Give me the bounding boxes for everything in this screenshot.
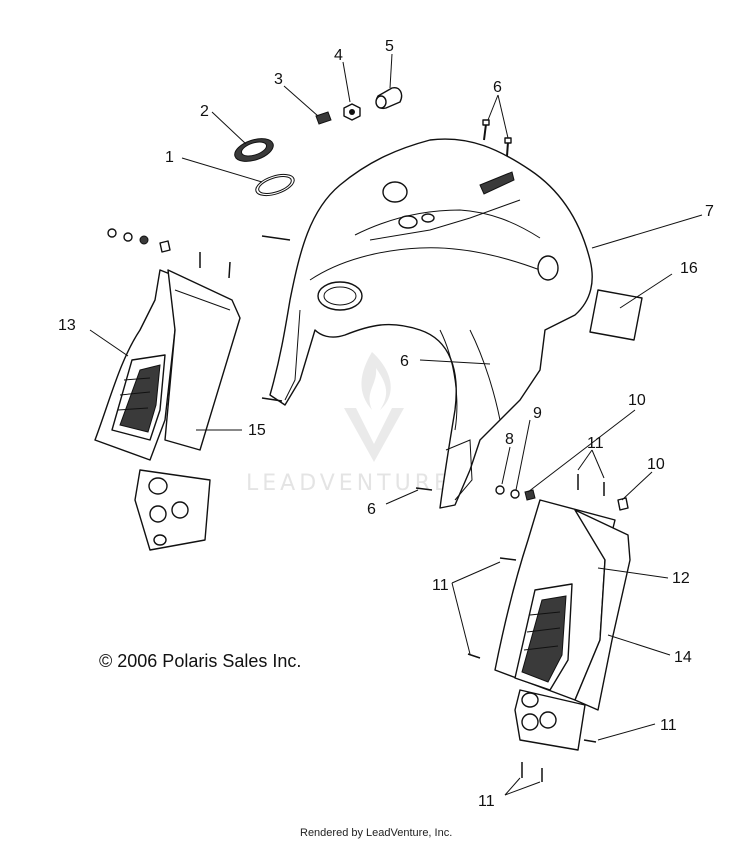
- part-5-knob: [375, 87, 403, 110]
- callout-5: 5: [385, 38, 394, 55]
- part-4-nut: [343, 103, 361, 121]
- part-2-grommet: [234, 138, 274, 162]
- callout-16: 16: [680, 260, 698, 277]
- callout-7: 7: [705, 203, 714, 220]
- right-fasteners: [415, 474, 629, 782]
- copyright-text: © 2006 Polaris Sales Inc.: [99, 651, 301, 671]
- callout-labels: 1 2 3 4 5 6 7 16 13 15 6 6 8 9 10 11 10 …: [58, 38, 714, 810]
- callout-14: 14: [674, 649, 692, 666]
- part-6-screws-top: [482, 119, 512, 157]
- callout-6-mid: 6: [400, 353, 409, 370]
- callout-11-b: 11: [432, 577, 449, 594]
- callout-12: 12: [672, 570, 690, 587]
- callout-15: 15: [248, 422, 266, 439]
- watermark-text: LEADVENTURE: [246, 471, 452, 496]
- part-13-left-side-panel: [94, 269, 186, 461]
- callout-10-b: 10: [647, 456, 665, 473]
- callout-2: 2: [200, 103, 209, 120]
- callout-6-top: 6: [493, 79, 502, 96]
- left-lower-plate: [134, 469, 211, 551]
- callout-3: 3: [274, 71, 283, 88]
- leader-lines: [89, 53, 703, 796]
- callout-10-a: 10: [628, 392, 646, 409]
- callout-9: 9: [533, 405, 542, 422]
- part-14-right-inner-panel: [574, 509, 631, 711]
- callout-13: 13: [58, 317, 76, 334]
- callout-6-low: 6: [367, 501, 376, 518]
- left-fasteners: [107, 228, 291, 402]
- footer-text: Rendered by LeadVenture, Inc.: [300, 827, 452, 839]
- right-lower-plate: [514, 689, 586, 751]
- part-7-hood: [269, 138, 593, 509]
- callout-11-d: 11: [478, 793, 495, 810]
- part-3-bracket: [315, 111, 332, 125]
- part-16-decal: [589, 289, 643, 341]
- part-12-right-side-panel: [494, 499, 616, 701]
- callout-11-a: 11: [587, 435, 604, 452]
- callout-1: 1: [165, 149, 174, 166]
- part-15-left-inner-panel: [164, 269, 241, 451]
- callout-8: 8: [505, 431, 514, 448]
- part-1-o-ring: [255, 173, 295, 197]
- callout-4: 4: [334, 47, 343, 64]
- callout-11-c: 11: [660, 717, 677, 734]
